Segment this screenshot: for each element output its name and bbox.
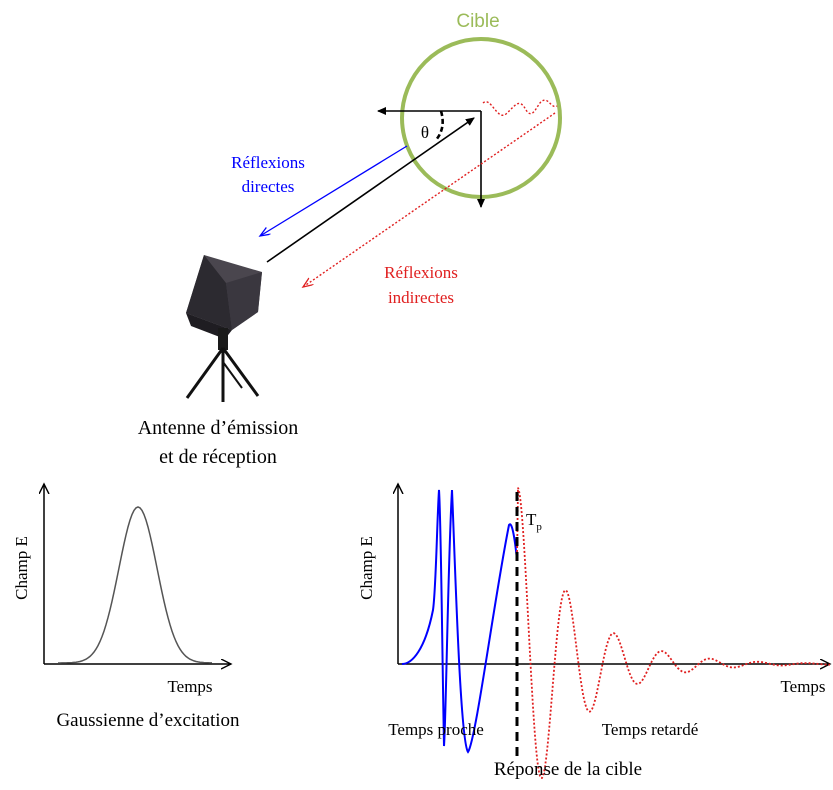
- left-plot-ylabel: Champ E: [12, 536, 31, 600]
- tp-marker-label: Tp: [526, 510, 542, 533]
- right-plot-xlabel: Temps: [780, 677, 825, 696]
- right-plot-caption: Réponse de la cible: [494, 759, 642, 780]
- antenna-label-line2: et de réception: [159, 446, 277, 468]
- late-time-response: [516, 487, 830, 779]
- near-time-label: Temps proche: [388, 720, 484, 739]
- target-label: Cible: [456, 11, 499, 32]
- angle-label: θ: [421, 123, 429, 142]
- indirect-label-line1: Réflexions: [384, 263, 458, 282]
- incident-wave-arrow: [266, 117, 475, 263]
- antenna-icon: [185, 255, 262, 402]
- left-plot-xlabel: Temps: [167, 677, 212, 696]
- antenna-label-line1: Antenne d’émission: [138, 417, 299, 439]
- indirect-label-line2: indirectes: [388, 288, 454, 307]
- creeping-wave: [482, 99, 558, 116]
- direct-label-line1: Réflexions: [231, 153, 305, 172]
- early-time-response: [401, 489, 518, 754]
- right-plot-ylabel: Champ E: [357, 536, 376, 600]
- direct-label-line2: directes: [242, 177, 295, 196]
- gaussian-curve: [58, 506, 212, 664]
- left-plot-caption: Gaussienne d’excitation: [56, 710, 240, 731]
- direct-reflection-arrow: [260, 145, 408, 236]
- indirect-reflection-arrow: [303, 112, 556, 287]
- angle-arc: [434, 110, 444, 141]
- late-time-label: Temps retardé: [602, 720, 699, 739]
